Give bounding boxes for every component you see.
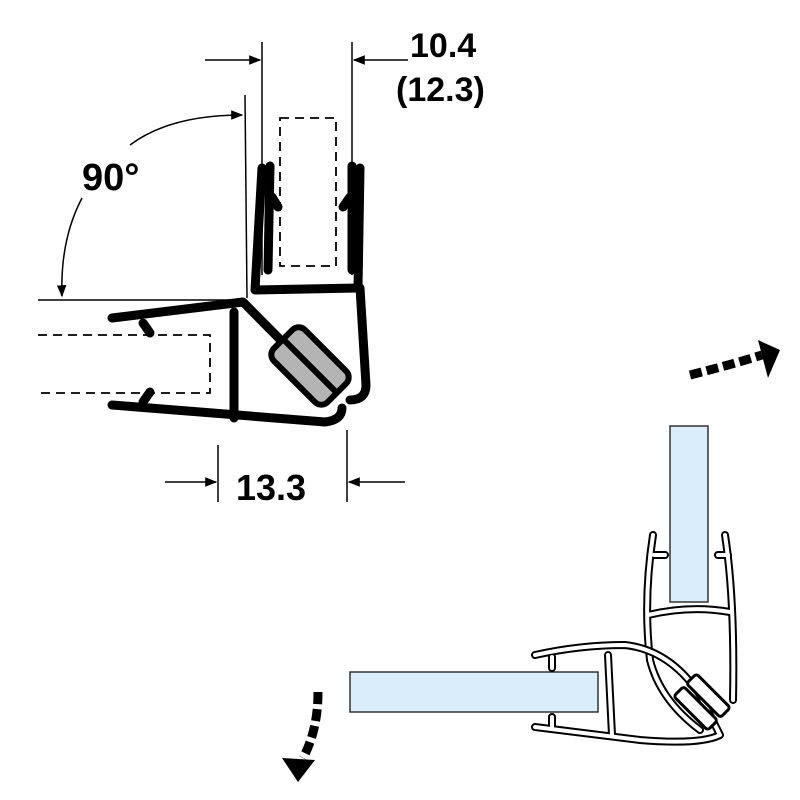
bottom-fin: [138, 387, 155, 407]
angle-reference-line-vertical: [244, 94, 248, 299]
left-lip: [263, 161, 275, 275]
top-profile-drawing: [38, 42, 371, 427]
horizontal-bottom-arm: [107, 400, 347, 427]
vertical-seal-outline: [643, 531, 738, 734]
outer-wall: [345, 283, 371, 405]
magnet-strip: [268, 324, 352, 408]
dimension-glass-thickness: 10.4 (12.3): [205, 27, 485, 109]
vertical-glass-pane: [669, 425, 709, 603]
swing-arrow-top-right-icon: [688, 340, 780, 380]
bottom-profile-illustration: [282, 340, 780, 782]
swing-arrow-bottom-left-icon: [282, 691, 323, 782]
angle-arc-lower: [56, 197, 83, 298]
right-fin: [338, 192, 355, 212]
angle-label: 90°: [82, 157, 139, 199]
horizontal-seal-outline: [531, 641, 724, 746]
angle-arc-upper: [129, 110, 244, 146]
glass-thickness-alt-label: (12.3): [396, 71, 485, 109]
top-fin: [138, 318, 155, 338]
vertical-glass-pane-dashed: [279, 117, 337, 267]
left-fin: [267, 192, 283, 212]
horizontal-glass-pane-dashed: [38, 334, 211, 394]
vertical-channel-profile: [250, 163, 365, 295]
dimension-profile-width: 13.3: [165, 430, 405, 508]
horizontal-glass-pane: [349, 671, 599, 713]
magnet-strips-outline: [673, 673, 731, 731]
width-label: 13.3: [236, 467, 306, 508]
glass-thickness-label: 10.4: [410, 27, 476, 65]
dimension-angle: 90°: [56, 110, 244, 298]
